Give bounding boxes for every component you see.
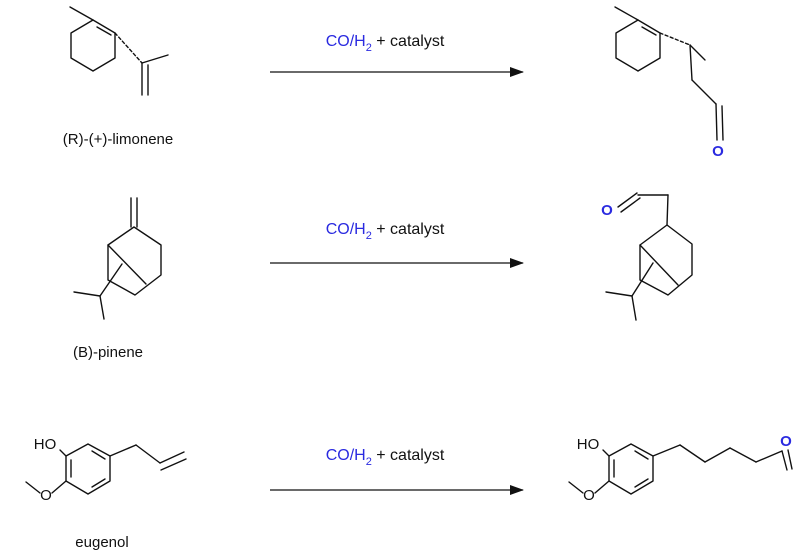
ether-oxygen-label: O xyxy=(583,487,595,504)
reactant-name-label: (B)-pinene xyxy=(73,344,143,361)
product-oxygen-atom: O xyxy=(780,433,792,450)
limonene-product-structure xyxy=(614,6,724,141)
reactant-name-label: (R)-(+)-limonene xyxy=(63,131,173,148)
hydroxyl-label: HO xyxy=(577,436,600,453)
product-oxygen-atom: O xyxy=(712,143,724,160)
reagent-text: CO/H2 + catalyst xyxy=(326,447,445,468)
reagent-prefix: CO/H xyxy=(326,447,366,464)
reaction-2: (B)-pinene CO/H2 + catalyst O xyxy=(73,192,693,361)
reagent-subscript: 2 xyxy=(366,42,372,54)
reagent-suffix: + catalyst xyxy=(372,221,445,238)
reagent-label: CO/H2 + catalyst xyxy=(326,221,445,242)
reagent-text: CO/H2 + catalyst xyxy=(326,221,445,242)
reagent-subscript: 2 xyxy=(366,230,372,242)
hydroxyl-label: HO xyxy=(34,436,57,453)
pinene-product-structure xyxy=(605,192,693,321)
reagent-label: CO/H2 + catalyst xyxy=(326,447,445,468)
pinene-structure xyxy=(73,197,162,320)
product-oxygen-atom: O xyxy=(601,202,613,219)
reagent-text: CO/H2 + catalyst xyxy=(326,33,445,54)
reactant-name-label: eugenol xyxy=(75,534,128,551)
reagent-prefix: CO/H xyxy=(326,221,366,238)
eugenol-structure xyxy=(25,443,187,495)
reagent-subscript: 2 xyxy=(366,456,372,468)
reagent-prefix: CO/H xyxy=(326,33,366,50)
eugenol-product-structure xyxy=(568,443,793,495)
reagent-suffix: + catalyst xyxy=(372,33,445,50)
ether-oxygen-label: O xyxy=(40,487,52,504)
limonene-structure xyxy=(69,6,169,96)
reagent-label: CO/H2 + catalyst xyxy=(326,33,445,54)
reagent-suffix: + catalyst xyxy=(372,447,445,464)
reaction-1: (R)-(+)-limonene CO/H2 + catalyst O xyxy=(63,6,724,160)
reaction-3: HO O eugenol CO/H2 + catalyst HO O O xyxy=(25,433,793,551)
